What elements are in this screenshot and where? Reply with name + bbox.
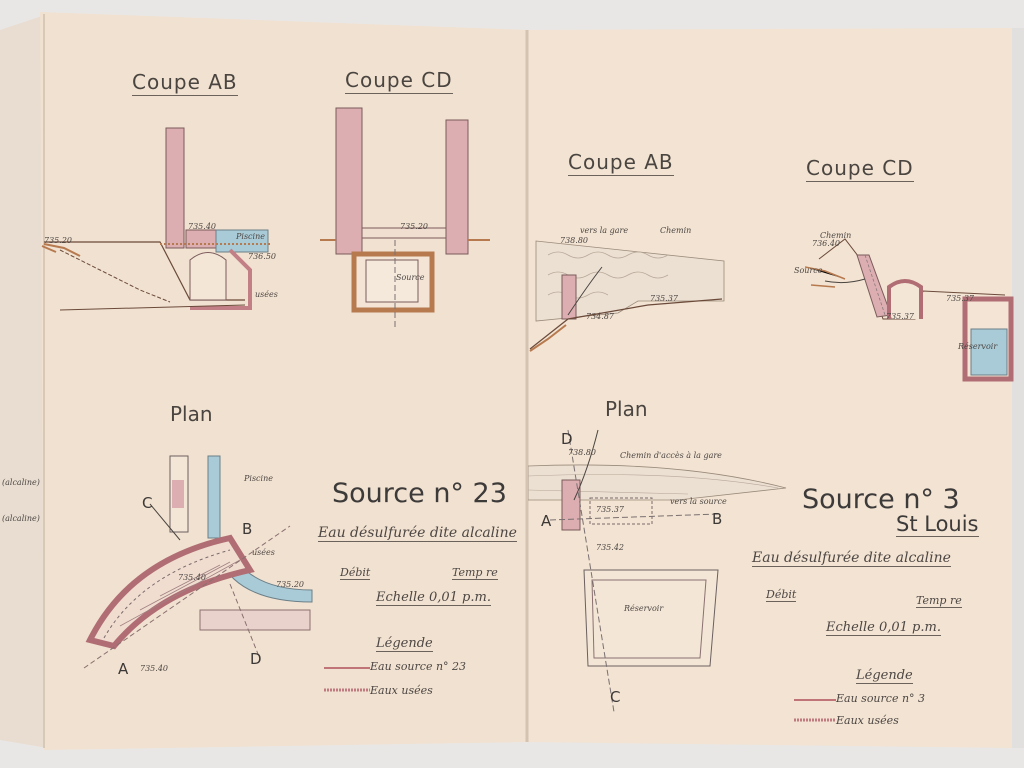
right-legend-item-2: Eaux usées [836, 714, 899, 727]
left-plan-letter-d: D [250, 650, 262, 668]
right-cd-reservoir: Réservoir [958, 342, 998, 351]
left-coupe-ab-title: Coupe AB [132, 70, 238, 96]
left-cd-source: Source [396, 273, 425, 282]
right-plan-letter-b: B [712, 510, 723, 528]
right-cd-source: Source [794, 266, 823, 275]
left-legend-item-1: Eau source n° 23 [370, 660, 467, 673]
right-coupe-cd-drawing [805, 238, 1014, 382]
right-source-temp: Temp re [916, 594, 962, 608]
edge-line-1: (alcaline) [2, 478, 40, 487]
left-plan-piscine: Piscine [244, 474, 273, 483]
left-plan-letter-a: A [118, 660, 129, 678]
right-plan-elev-2: 735.37 [596, 505, 624, 514]
right-ab-chemin: Chemin [660, 226, 692, 235]
right-cd-chemin: Chemin [820, 231, 852, 240]
left-cd-elev-1: 735.20 [400, 222, 428, 231]
right-legend-swatches [794, 699, 836, 722]
left-ab-piscine: Piscine [236, 232, 265, 241]
right-source-title: Source n° 3 [802, 484, 960, 515]
left-plan-elev-2: 735.20 [276, 580, 304, 589]
right-plan-elev-3: 735.42 [596, 543, 624, 552]
right-cd-elev-3: 735.37 [946, 294, 974, 303]
left-source-debit: Débit [340, 566, 371, 580]
right-plan-letter-a: A [541, 512, 552, 530]
right-cd-elev-1: 736.40 [812, 239, 840, 248]
left-coupe-ab-drawing [41, 127, 270, 311]
left-source-title: Source n° 23 [332, 478, 507, 509]
right-legend-title: Légende [856, 668, 913, 684]
right-coupe-ab-drawing [529, 240, 725, 352]
right-plan-elev-1: 738.80 [568, 448, 596, 457]
left-source-scale: Echelle 0,01 p.m. [376, 590, 491, 606]
left-plan-elev-3: 735.40 [140, 664, 168, 673]
left-ab-elev-1: 735.20 [44, 236, 72, 245]
left-ab-usees: usées [255, 290, 278, 299]
left-plan-title: Plan [170, 402, 213, 426]
left-plan-letter-b: B [242, 520, 253, 538]
right-ab-elev-3: 734.87 [586, 312, 614, 321]
left-plan-drawing [83, 455, 313, 669]
right-ab-elev-1: 738.80 [560, 236, 588, 245]
left-plan-elev-1: 735.40 [178, 573, 206, 582]
left-ab-elev-2: 735.40 [188, 222, 216, 231]
right-plan-letter-d: D [561, 430, 573, 448]
right-plan-letter-c: C [610, 688, 621, 706]
left-legend-title: Légende [376, 636, 433, 652]
right-ab-route: vers la gare [580, 226, 629, 235]
left-coupe-cd-drawing [320, 107, 490, 328]
left-coupe-cd-title: Coupe CD [345, 68, 453, 94]
right-coupe-ab-title: Coupe AB [568, 150, 674, 176]
left-ab-elev-3: 736.50 [248, 252, 276, 261]
right-plan-chemin: Chemin d'accès à la gare [620, 451, 722, 460]
right-plan-title: Plan [605, 397, 648, 421]
right-source-scale: Echelle 0,01 p.m. [826, 620, 941, 636]
edge-line-2: (alcaline) [2, 514, 40, 523]
right-source-subtitle: Eau désulfurée dite alcaline [752, 550, 951, 567]
right-cd-elev-2: 735.37 [886, 312, 914, 321]
right-legend-item-1: Eau source n° 3 [836, 692, 926, 705]
left-legend-swatches [324, 667, 370, 692]
left-source-temp: Temp re [452, 566, 498, 580]
right-ab-elev-2: 735.37 [650, 294, 678, 303]
right-plan-reservoir: Réservoir [624, 604, 664, 613]
right-source-debit: Débit [766, 588, 797, 602]
left-plan-letter-c: C [142, 494, 153, 512]
right-coupe-cd-title: Coupe CD [806, 156, 914, 182]
left-plan-usees: usées [252, 548, 275, 557]
right-plan-source-label: vers la source [670, 497, 727, 506]
left-source-subtitle: Eau désulfurée dite alcaline [318, 525, 517, 542]
right-plan-drawing [528, 429, 787, 713]
right-source-subtitle2: St Louis [896, 512, 979, 537]
left-legend-item-2: Eaux usées [370, 684, 433, 697]
